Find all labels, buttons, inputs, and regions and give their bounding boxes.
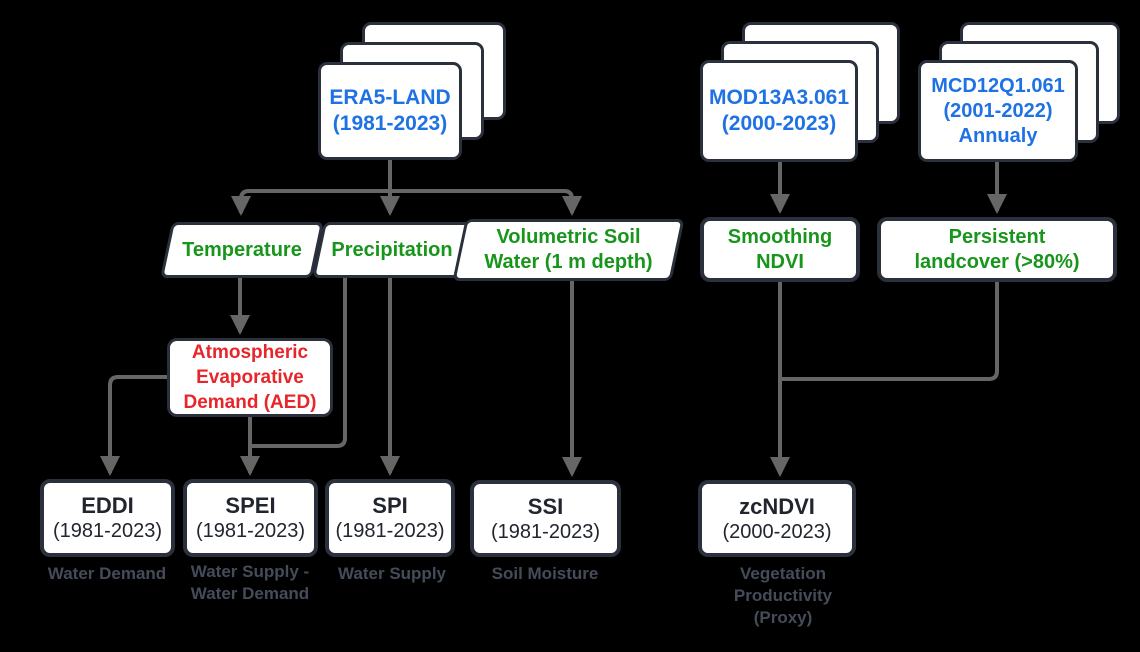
source-title: MCD12Q1.061: [931, 74, 1065, 97]
index-title: EDDI: [81, 493, 134, 518]
index-title: SSI: [527, 493, 564, 519]
aed-label: Atmospheric: [191, 342, 309, 363]
process-persistent-landcover: Persistent landcover (>80%): [877, 217, 1117, 282]
index-years: (1981-2023): [335, 520, 445, 542]
intermediate-aed: Atmospheric Evaporative Demand (AED): [167, 338, 333, 417]
index-years: (1981-2023): [491, 520, 600, 543]
caption-line: Soil Moisture: [491, 564, 599, 583]
source-title: ERA5-LAND: [329, 86, 451, 109]
source-card-era5-land: ERA5-LAND (1981-2023): [318, 22, 506, 160]
source-frequency: Annualy: [958, 124, 1038, 147]
process-smoothing-ndvi: Smoothing NDVI: [700, 217, 860, 282]
variable-volumetric-soil-water: Volumetric Soil Water (1 m depth): [452, 219, 685, 281]
source-years: (2000-2023): [721, 112, 837, 135]
source-title: MOD13A3.061: [708, 86, 850, 109]
index-title: SPI: [372, 493, 408, 518]
variable-precipitation: Precipitation: [312, 222, 472, 278]
edge-precipitation-spei: [252, 278, 347, 448]
source-card-front: ERA5-LAND (1981-2023): [318, 62, 462, 160]
caption-spi: Water Supply: [312, 563, 472, 585]
process-label: landcover (>80%): [914, 250, 1080, 273]
edge-era5-volumetric: [390, 189, 582, 216]
caption-line: Productivity: [733, 586, 833, 605]
source-card-front: MCD12Q1.061 (2001-2022) Annualy: [918, 60, 1078, 162]
caption-line: Water Supply -: [190, 562, 310, 581]
index-ssi: SSI (1981-2023): [470, 480, 621, 557]
source-years: (2001-2022): [943, 99, 1053, 122]
index-years: (1981-2023): [196, 520, 305, 542]
caption-line: Water Demand: [190, 584, 310, 603]
variable-label: Water (1 m depth): [484, 251, 653, 273]
index-title: SPEI: [225, 493, 276, 518]
index-years: (1981-2023): [53, 520, 162, 542]
edge-era5-temperature: [231, 189, 390, 216]
process-label: NDVI: [756, 250, 804, 273]
index-spi: SPI (1981-2023): [325, 479, 455, 557]
source-card-mod13a3: MOD13A3.061 (2000-2023): [700, 22, 900, 162]
index-title: zcNDVI: [739, 493, 815, 519]
variable-label: Temperature: [182, 238, 302, 261]
edge-landcover-join: [782, 282, 999, 381]
caption-line: Water Supply: [338, 564, 446, 583]
caption-zcndvi: Vegetation Productivity (Proxy): [703, 563, 863, 629]
index-spei: SPEI (1981-2023): [183, 479, 318, 557]
caption-line: Vegetation: [740, 564, 826, 583]
process-label: Persistent: [948, 225, 1046, 248]
source-years: (1981-2023): [332, 112, 448, 135]
variable-temperature: Temperature: [160, 222, 324, 278]
aed-label: Evaporative: [196, 367, 304, 388]
source-card-mcd12q1: MCD12Q1.061 (2001-2022) Annualy: [918, 22, 1120, 162]
index-eddi: EDDI (1981-2023): [40, 479, 175, 557]
index-years: (2000-2023): [722, 520, 832, 543]
edge-aed-eddi: [100, 375, 167, 476]
index-zcndvi: zcNDVI (2000-2023): [698, 480, 856, 557]
source-card-front: MOD13A3.061 (2000-2023): [700, 60, 858, 162]
variable-label: Precipitation: [331, 238, 453, 261]
variable-label: Volumetric Soil: [496, 226, 641, 248]
aed-label: Demand (AED): [183, 392, 317, 413]
process-label: Smoothing: [727, 225, 833, 248]
caption-spei: Water Supply - Water Demand: [170, 561, 330, 605]
caption-line: (Proxy): [753, 608, 813, 627]
caption-ssi: Soil Moisture: [465, 563, 625, 585]
caption-line: Water Demand: [47, 564, 167, 583]
caption-eddi: Water Demand: [27, 563, 187, 585]
